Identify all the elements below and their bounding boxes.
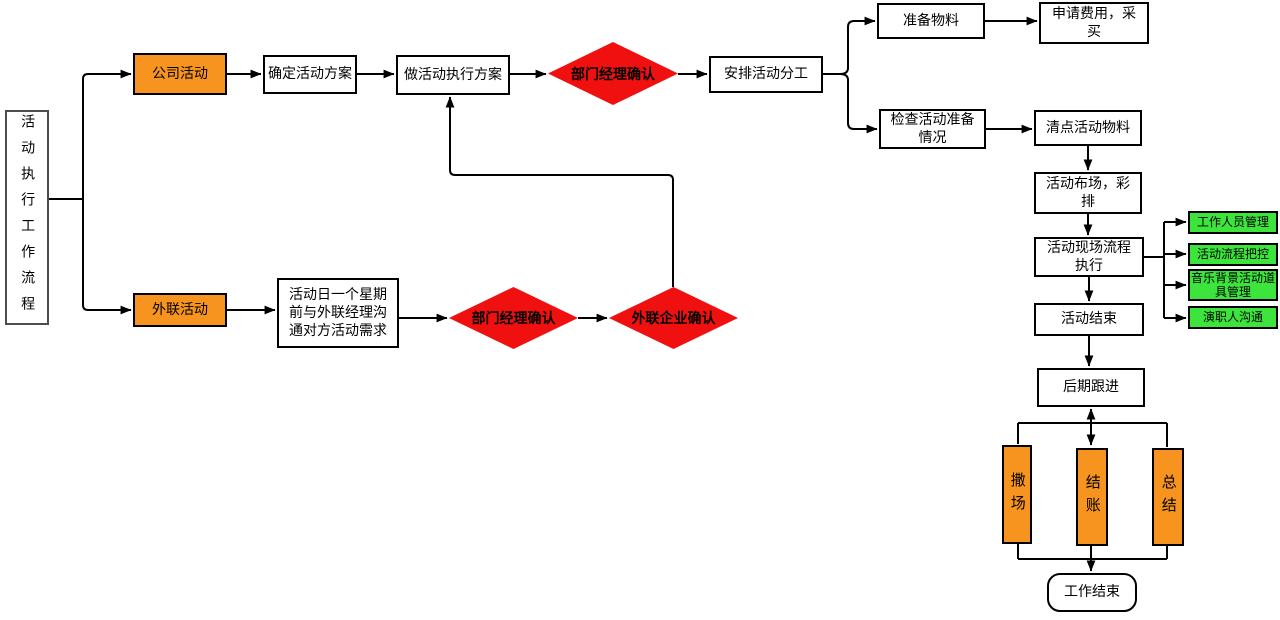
decision-partner-confirm: 外联企业确认 xyxy=(609,287,738,349)
node-count-materials-label: 清点活动物料 xyxy=(1046,119,1130,136)
node-settlement-label: 结账 xyxy=(1083,474,1102,520)
decision-partner-confirm-label: 外联企业确认 xyxy=(631,311,716,327)
node-work-end: 工作结束 xyxy=(1047,573,1137,612)
node-settlement: 结账 xyxy=(1076,448,1108,546)
node-setup-rehearsal-label: 活动布场，彩排 xyxy=(1046,175,1130,210)
node-activity-end: 活动结束 xyxy=(1034,303,1144,336)
node-onsite-process-label: 活动现场流程执行 xyxy=(1047,239,1131,274)
node-outreach-brief-label: 活动日一个星期前与外联经理沟通对方活动需求 xyxy=(289,286,387,340)
node-setup-rehearsal: 活动布场，彩排 xyxy=(1034,172,1142,214)
node-summary-label: 总结 xyxy=(1159,474,1178,520)
node-onsite-process: 活动现场流程执行 xyxy=(1034,237,1144,277)
node-summary: 总结 xyxy=(1152,448,1184,546)
node-outreach-activity-label: 外联活动 xyxy=(152,301,208,318)
node-company-activity-label: 公司活动 xyxy=(152,65,208,82)
node-follow-up: 后期跟进 xyxy=(1037,368,1145,407)
node-activity-end-label: 活动结束 xyxy=(1061,311,1117,328)
node-company-activity: 公司活动 xyxy=(133,53,227,95)
decision-dept-manager-confirm-2-label: 部门经理确认 xyxy=(471,311,556,327)
node-define-plan: 确定活动方案 xyxy=(263,55,357,94)
node-root: 活动执行工作流程 xyxy=(5,110,49,325)
node-make-execution-plan-label: 做活动执行方案 xyxy=(404,66,502,83)
node-cast-communication: 演职人沟通 xyxy=(1188,306,1278,329)
node-follow-up-label: 后期跟进 xyxy=(1063,379,1119,396)
node-props-management-label: 音乐背景活动道具管理 xyxy=(1190,270,1275,299)
decision-dept-manager-confirm-1: 部门经理确认 xyxy=(548,42,678,105)
node-count-materials: 清点活动物料 xyxy=(1034,110,1142,146)
node-work-end-label: 工作结束 xyxy=(1064,584,1120,601)
node-arrange-division: 安排活动分工 xyxy=(709,56,823,93)
node-teardown: 撒场 xyxy=(1002,445,1032,544)
decision-dept-manager-confirm-2: 部门经理确认 xyxy=(449,287,578,349)
decision-dept-manager-confirm-1-label: 部门经理确认 xyxy=(571,66,655,83)
node-check-preparation-label: 检查活动准备情况 xyxy=(890,111,975,146)
node-process-control-label: 活动流程把控 xyxy=(1196,247,1269,262)
node-define-plan-label: 确定活动方案 xyxy=(268,66,352,83)
node-outreach-brief: 活动日一个星期前与外联经理沟通对方活动需求 xyxy=(277,278,399,348)
node-teardown-label: 撒场 xyxy=(1008,471,1027,518)
node-prepare-materials-label: 准备物料 xyxy=(903,12,959,29)
node-check-preparation: 检查活动准备情况 xyxy=(879,109,986,149)
node-staff-management: 工作人员管理 xyxy=(1188,211,1278,234)
node-apply-expense: 申请费用，采买 xyxy=(1039,2,1149,44)
node-outreach-activity: 外联活动 xyxy=(133,293,227,327)
node-root-label: 活动执行工作流程 xyxy=(19,113,36,322)
node-arrange-division-label: 安排活动分工 xyxy=(724,66,808,83)
node-cast-communication-label: 演职人沟通 xyxy=(1202,310,1263,325)
node-make-execution-plan: 做活动执行方案 xyxy=(396,55,510,95)
node-props-management: 音乐背景活动道具管理 xyxy=(1188,269,1278,301)
node-staff-management-label: 工作人员管理 xyxy=(1196,215,1269,230)
node-prepare-materials: 准备物料 xyxy=(877,3,985,39)
node-apply-expense-label: 申请费用，采买 xyxy=(1052,5,1136,40)
node-process-control: 活动流程把控 xyxy=(1188,243,1278,266)
